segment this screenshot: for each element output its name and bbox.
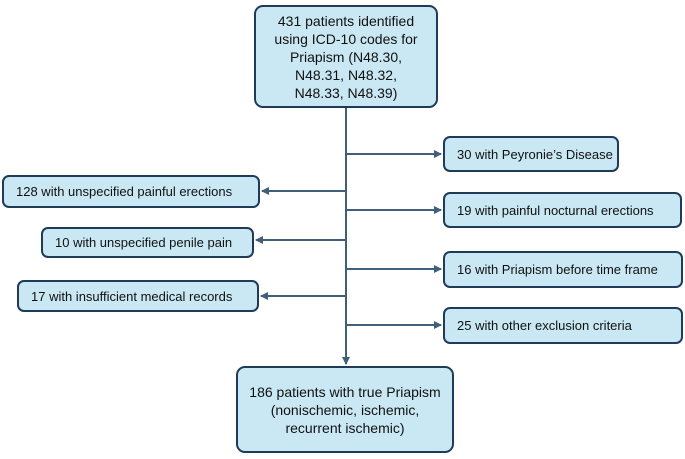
identified-patients-box: 431 patients identified using ICD-10 cod… (254, 5, 438, 108)
exclusion-box-nocturnal-erections: 19 with painful nocturnal erections (443, 192, 682, 228)
exclusion-box-painful-erections: 128 with unspecified painful erections (2, 175, 260, 208)
exclusion-box-before-timeframe: 16 with Priapism before time frame (443, 251, 683, 288)
exclusion-box-other-criteria: 25 with other exclusion criteria (443, 307, 683, 344)
exclusion-box-insufficient-records: 17 with insufficient medical records (17, 280, 259, 312)
exclusion-box-penile-pain: 10 with unspecified penile pain (41, 227, 254, 258)
exclusion-box-peyronie: 30 with Peyronie’s Disease (443, 136, 619, 172)
true-priapism-box: 186 patients with true Priapism (nonisch… (236, 366, 454, 453)
